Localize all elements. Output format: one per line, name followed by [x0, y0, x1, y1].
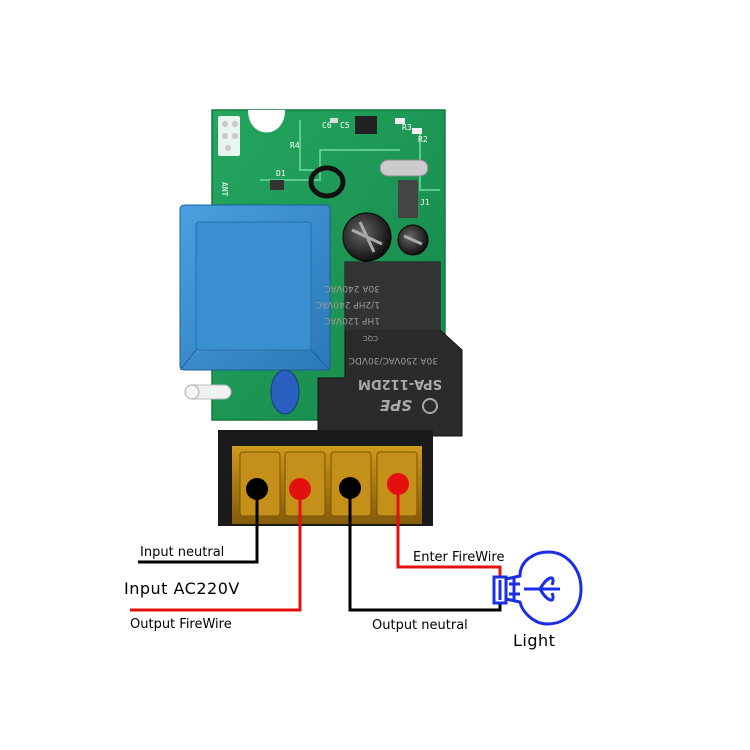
terminal-input-neutral: [246, 478, 268, 500]
transformer: [179, 204, 331, 371]
terminal-enter-firewire: [387, 473, 409, 495]
wires: [130, 490, 502, 612]
terminal-output-firewire: [289, 478, 311, 500]
silk-j1: J1: [420, 198, 430, 207]
relay-rating: 30A 250VAC/30VDC: [349, 355, 438, 365]
label-enter-firewire: Enter FireWire: [413, 550, 504, 565]
led: [184, 384, 232, 400]
wire-output-firewire: [130, 495, 302, 612]
relay: 1HP 120VAC 1/2HP 240VAC 30A 240VAC 30A 2…: [315, 261, 463, 437]
terminal-block: [218, 430, 433, 526]
disc-capacitor: [270, 369, 300, 415]
label-output-firewire: Output FireWire: [130, 617, 232, 632]
silk-c6: C6: [322, 121, 332, 130]
wire-input-neutral: [138, 495, 259, 564]
label-input-neutral: Input neutral: [140, 545, 224, 560]
silkscreen: ANT D1 R4 C6 C5 R3 R2 J1: [220, 121, 430, 207]
relay-brand: SPE: [379, 396, 412, 414]
wire-enter-firewire: [396, 490, 502, 580]
silk-r3: R3: [402, 123, 412, 132]
relay-logo: [422, 398, 438, 414]
silk-c5: C5: [340, 121, 350, 130]
relay-line2: 1/2HP 240VAC: [315, 299, 380, 309]
label-light: Light: [513, 631, 555, 650]
labels: Input neutral Input AC220V Output FireWi…: [124, 545, 555, 650]
silk-ant: ANT: [220, 182, 229, 197]
wire-output-neutral: [348, 494, 502, 612]
silk-r2: R2: [418, 135, 428, 144]
silk-d1: D1: [276, 169, 286, 178]
bulb-icon: [492, 550, 583, 626]
relay-model: SPA-112DM: [358, 376, 442, 391]
relay-line1: 1HP 120VAC: [324, 315, 380, 325]
label-input-ac: Input AC220V: [124, 579, 240, 598]
terminal-output-neutral: [339, 477, 361, 499]
relay-line3: 30A 240VAC: [324, 283, 380, 293]
silk-r4: R4: [290, 141, 300, 150]
capacitors: [342, 212, 429, 262]
label-output-neutral: Output neutral: [372, 618, 468, 633]
relay-cert: CQC: [363, 334, 378, 342]
